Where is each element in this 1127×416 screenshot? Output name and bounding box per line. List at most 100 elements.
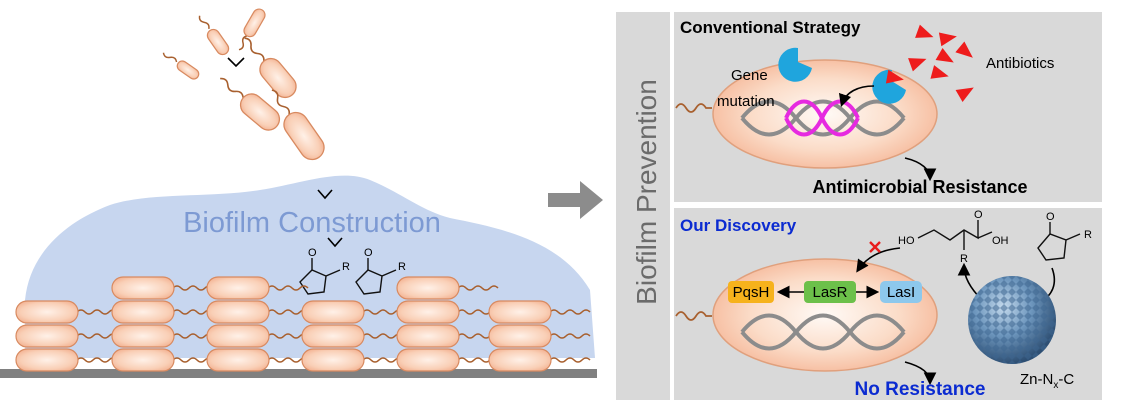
biofilm-cell: [396, 300, 460, 324]
biofilm-cell: [206, 348, 270, 372]
side-label-bar: [616, 12, 670, 400]
discovery-title: Our Discovery: [680, 216, 797, 235]
side-title: Biofilm Prevention: [631, 79, 662, 305]
antibiotic-triangle: [908, 58, 927, 72]
transition-arrow: [548, 181, 603, 219]
biofilm-cell: [488, 300, 552, 324]
lasr-label: LasR: [812, 284, 847, 301]
surface: [0, 369, 597, 378]
right-panel: Biofilm Prevention Conventional Strategy…: [616, 12, 1102, 400]
biofilm-cell: [396, 276, 460, 300]
lactone-molecule: [1037, 222, 1081, 261]
chevron-mark: [317, 189, 333, 200]
biofilm-cell: [396, 324, 460, 348]
discovery-result: No Resistance: [855, 379, 986, 400]
flagellum: [675, 311, 712, 321]
mol-r-2: R: [398, 261, 406, 273]
planktonic-bacteria: [162, 8, 343, 248]
flagellum: [267, 309, 309, 315]
lasi-label: LasI: [887, 284, 915, 301]
flagellum: [362, 357, 404, 363]
antibiotic-triangle: [935, 47, 954, 63]
ahl-molecules: [299, 258, 397, 295]
biofilm-cells: [15, 276, 591, 372]
flagellum: [172, 357, 214, 363]
lasi-box: [880, 281, 922, 303]
biofilm-cell: [488, 348, 552, 372]
dna-top: [740, 99, 906, 137]
mol-o-right: O: [1046, 211, 1055, 223]
gene-label-1: Gene: [731, 67, 768, 84]
antibiotic-triangle: [955, 41, 973, 58]
mol-r-1: R: [342, 261, 350, 273]
flagellum: [362, 309, 404, 315]
dna-bottom: [740, 313, 906, 351]
biofilm-cell: [206, 324, 270, 348]
left-panel: Biofilm Construction O R O R: [0, 8, 597, 378]
biofilm-cell: [111, 300, 175, 324]
arrow-curved: [838, 85, 875, 108]
conventional-title: Conventional Strategy: [680, 18, 861, 37]
gene-label-2: mutation: [717, 93, 775, 110]
mol-o-1: O: [308, 247, 317, 259]
flagellum: [76, 357, 118, 363]
enzyme-icon: [872, 69, 906, 104]
biofilm-cell: [111, 324, 175, 348]
flagellum: [267, 357, 309, 363]
antibiotic-triangle: [938, 32, 957, 47]
mol-ho: HO: [898, 235, 915, 247]
enzyme-icon: [778, 47, 812, 82]
biofilm-cell: [15, 324, 79, 348]
flagellum: [549, 309, 591, 315]
mol-o-2: O: [364, 247, 373, 259]
biofilm-cell: [111, 276, 175, 300]
flagellum: [267, 285, 309, 291]
flagellum: [549, 357, 591, 363]
flagellum: [172, 309, 214, 315]
flagellum: [172, 285, 214, 291]
antibiotic-triangle: [955, 87, 974, 103]
arrow-blocked: [856, 247, 901, 273]
flagellum: [267, 333, 309, 339]
biofilm-cell: [301, 324, 365, 348]
hydrolyzed-molecule: [917, 220, 993, 250]
biofilm-cell: [206, 276, 270, 300]
biofilm-cell: [301, 348, 365, 372]
antibiotic-triangle: [915, 24, 934, 38]
chevron-mark: [227, 57, 245, 68]
flagellum: [675, 103, 712, 113]
catalyst-label: Zn-Nx-C: [1020, 371, 1074, 391]
biofilm-cell: [396, 348, 460, 372]
biofilm-cell: [206, 300, 270, 324]
biofilm-cell: [111, 348, 175, 372]
pqsh-box: [728, 281, 774, 303]
conventional-result: Antimicrobial Resistance: [812, 177, 1027, 197]
flagellum: [172, 333, 214, 339]
antibiotics-label: Antibiotics: [986, 55, 1054, 72]
arrow-curved: [904, 361, 937, 386]
antibiotic-triangle: [930, 65, 949, 79]
lasr-box: [804, 281, 856, 303]
mol-oh: OH: [992, 235, 1009, 247]
biofilm-cell: [15, 348, 79, 372]
biofilm-cell: [15, 300, 79, 324]
flagellum: [362, 333, 404, 339]
biofilm-cell: [488, 324, 552, 348]
flagellum: [76, 309, 118, 315]
mol-r-top: R: [960, 253, 968, 265]
biofilm-title: Biofilm Construction: [183, 207, 441, 239]
antibiotic-triangle: [885, 69, 904, 84]
chevron-mark: [327, 237, 343, 248]
biofilm-cell: [301, 300, 365, 324]
zn-nxc-texture: [968, 276, 1056, 364]
mol-r-right: R: [1084, 229, 1092, 241]
flagellum: [549, 333, 591, 339]
antibiotic-triangles: [885, 24, 974, 103]
block-x-icon: [869, 241, 881, 253]
mol-o-top: O: [974, 209, 983, 221]
pqsh-label: PqsH: [733, 284, 770, 301]
flagellum: [457, 285, 499, 291]
flagellum: [76, 333, 118, 339]
arrow-curved: [904, 157, 937, 182]
